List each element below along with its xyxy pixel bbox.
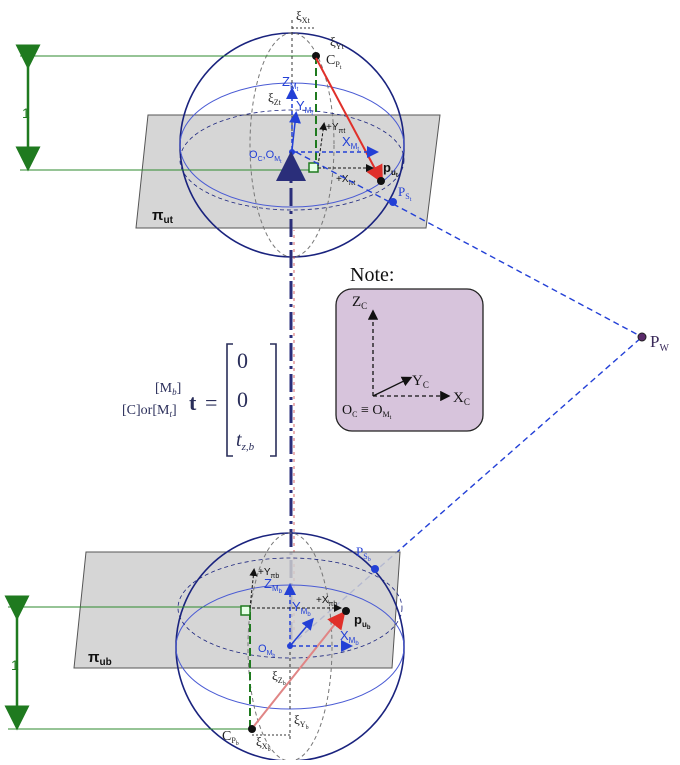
top-ps-label: PSt [398,184,412,203]
top-red-ray [315,57,383,184]
top-y-label: YMt [296,98,313,117]
top-plus-y-label: +Yπt [326,122,345,135]
bottom-c-point [248,725,256,733]
bottom-pu-label: pub [354,612,371,631]
top-c-point [312,52,320,60]
eq-prefix: [C]or[Mt] [122,403,177,419]
eq-row-1: 0 [237,348,248,373]
bottom-plus-x-label: +Xπb [316,595,337,608]
bottom-unit-label: 1 [11,657,19,673]
eq-equals: = [205,390,217,415]
eq-row-3: tz,b [236,429,255,453]
top-world-ray [295,151,643,338]
eq-left-bracket [226,343,233,457]
top-ps-point [389,198,397,206]
bottom-sphere-group: 1 CPb ξZb ξYb ξXb ZMb YMb XMb +Yπb +Xπb … [4,532,405,762]
top-y-axis [289,111,301,151]
note-origin-label: OC ≡ OMt [342,403,392,421]
note-z-label: ZC [352,294,367,311]
bottom-green-square [240,605,251,616]
bottom-xi-z-label: ξZb [272,668,286,687]
baseline-equation: [Mb] [C]or[Mt] t = 0 0 tz,b [122,343,277,457]
top-plus-y-axis [317,122,328,167]
bottom-plane-label: πub [88,649,112,668]
top-green-square [308,162,319,173]
top-unit-label: 1 [22,105,30,121]
bottom-y-axis [289,617,314,647]
world-point [637,332,647,342]
top-plane-label: πut [152,207,174,226]
bottom-sphere-back-arc [177,557,403,659]
note-title: Note: [350,264,394,286]
bottom-z-label: ZMb [264,576,283,595]
bottom-x-label: XMb [340,628,359,647]
bottom-plus-y-axis [249,568,258,609]
eq-row-2: 0 [237,387,248,412]
top-plus-x-label: +Xπt [336,174,355,187]
note-x-label: XC [453,390,470,407]
eq-superscript: [Mb] [155,381,181,397]
top-pu-point [377,177,385,185]
top-xi-x-label: ξXt [296,8,311,25]
bottom-pu-point [342,607,350,615]
bottom-y-label: YMb [292,599,311,618]
world-point-label: PW [650,332,669,354]
bottom-c-label: CPb [222,729,239,747]
top-pu-label: put [383,160,398,179]
bottom-ps-point [371,565,379,573]
eq-t-vector: t [189,390,197,415]
bottom-plus-y-label: +Yπb [258,567,279,580]
top-x-label: XMt [342,134,359,153]
top-sphere-group: 1 ξXt ξYt ξZt CPt ZMt YMt XMt +Yπt +Xπt … [15,8,441,258]
bottom-xi-y-label: ξYb [294,712,309,731]
bottom-xi-x-label: ξXb [256,734,271,753]
note-y-axis [372,376,413,397]
top-origin-point [289,149,295,155]
bottom-ps-label: PSb [356,544,371,563]
note-y-label: YC [412,373,429,390]
bottom-world-ray [289,336,643,647]
eq-right-bracket [270,343,277,457]
bottom-origin-label: OMb [258,643,275,659]
top-xi-y-label: ξYt [330,34,345,51]
bottom-origin-point [287,643,293,649]
bottom-image-plane [73,551,401,669]
top-z-label: ZMt [282,74,299,93]
top-xi-z-label: ξZt [268,90,282,107]
top-c-label: CPt [326,53,342,71]
note-group: Note: ZC YC XC OC ≡ OMt [335,264,484,432]
bottom-red-ray [253,610,346,727]
